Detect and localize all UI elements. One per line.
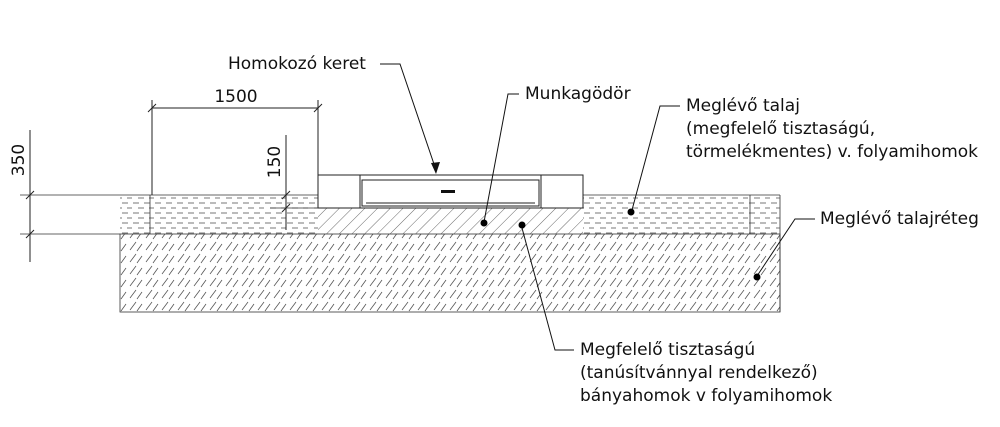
sandbox-frame xyxy=(317,174,584,209)
label-existing-soil-line3: törmelékmentes) v. folyamihomok xyxy=(686,142,978,162)
existing-soil-right xyxy=(583,195,780,234)
sand-fill xyxy=(318,208,583,234)
sand-marker xyxy=(518,221,526,229)
existing-layer-region xyxy=(119,233,781,313)
label-frame-text: Homokozó keret xyxy=(228,54,366,74)
label-pit: Munkagödör xyxy=(480,84,631,227)
dimension-depth: 350 xyxy=(9,130,35,262)
label-existing-layer-text: Meglévő talajréteg xyxy=(820,209,979,229)
label-frame: Homokozó keret xyxy=(228,54,440,174)
label-existing-soil-line2: (megfelelő tisztaságú, xyxy=(686,119,875,139)
dimension-depth-label: 350 xyxy=(9,144,29,176)
label-sand-line2: (tanúsítvánnyal rendelkező) xyxy=(580,363,818,383)
label-existing-layer: Meglévő talajréteg xyxy=(753,209,979,281)
dimension-width-label: 1500 xyxy=(214,87,257,107)
dimension-width: 1500 xyxy=(147,87,323,195)
label-sand-line1: Megfelelő tisztaságú xyxy=(580,340,755,360)
existing-soil-left xyxy=(120,195,318,234)
existing-layer-marker xyxy=(753,273,761,281)
pit-marker xyxy=(480,219,488,227)
label-sand-line3: bányahomok v folyamihomok xyxy=(580,386,832,406)
dimension-frame-depth-label: 150 xyxy=(265,146,285,178)
existing-soil-marker xyxy=(627,208,635,216)
label-existing-soil: Meglévő talaj (megfelelő tisztaságú, tör… xyxy=(627,96,978,216)
label-sand: Megfelelő tisztaságú (tanúsítvánnyal ren… xyxy=(518,221,832,406)
label-pit-text: Munkagödör xyxy=(525,84,631,104)
dimension-frame-depth: 150 xyxy=(265,135,318,230)
label-existing-soil-line1: Meglévő talaj xyxy=(686,96,800,116)
